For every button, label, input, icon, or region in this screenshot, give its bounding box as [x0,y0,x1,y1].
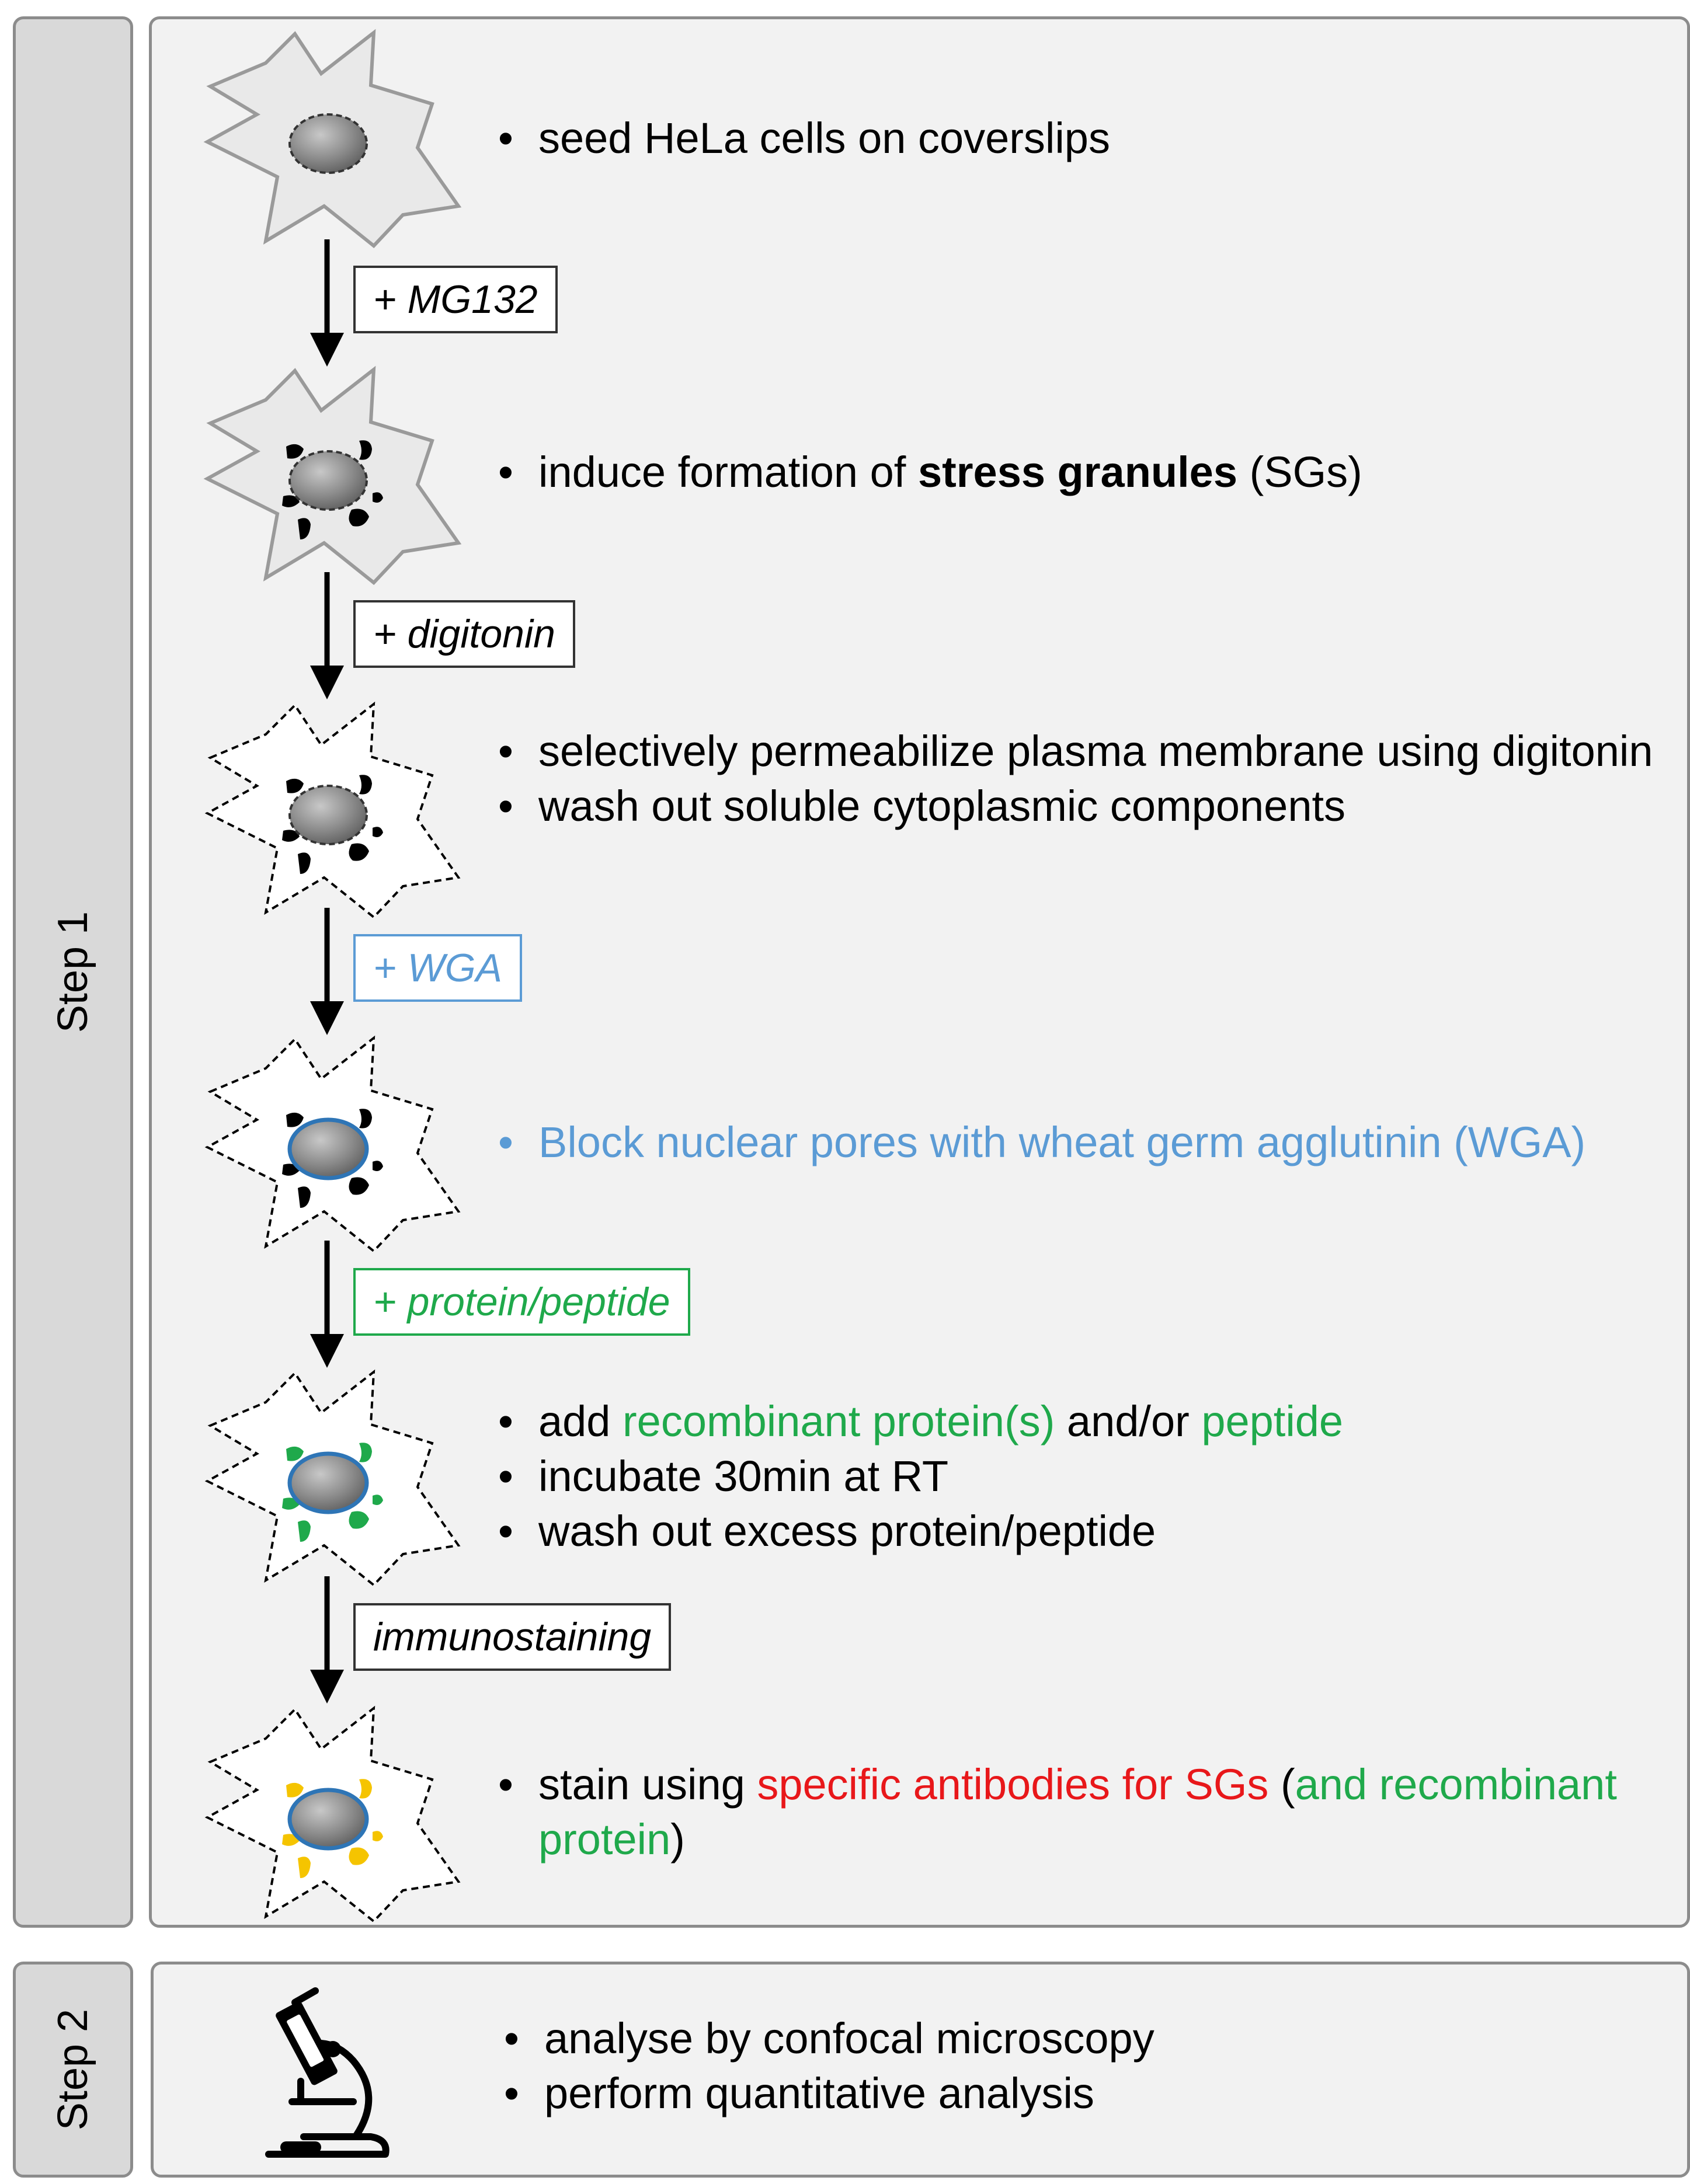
bullet-permeabilize: selectively permeabilize plasma membrane… [538,727,1653,775]
arrow-3 [310,908,344,1035]
bullet-induce-sg: induce formation of stress granules (SGs… [538,448,1362,496]
microscope-icon [265,1987,390,2158]
reagent-digitonin: + digitonin [353,600,575,668]
step1-label: Step 1 [13,16,133,1928]
cell-protein-added [206,1371,460,1586]
arrow-5 [310,1576,344,1704]
cell-immunostained [206,1707,460,1922]
reagent-wga: + WGA [353,934,523,1002]
step2-label: Step 2 [13,1962,133,2178]
bullet-confocal: analyse by confocal microscopy [544,2014,1155,2063]
bullet-add-protein: add recombinant protein(s) and/or peptid… [538,1397,1344,1445]
step1-text-4: •Block nuclear pores with wheat germ agg… [473,1115,1690,1170]
step2-panel [151,1962,1690,2178]
step1-text-6: •stain using specific antibodies for SGs… [473,1757,1690,1867]
step1-text-1: •seed HeLa cells on coverslips [473,111,1690,166]
arrow-2 [310,572,344,699]
bullet-stain: stain using specific antibodies for SGs … [538,1760,1617,1863]
reagent-immunostaining: immunostaining [353,1603,672,1671]
arrow-1 [310,239,344,367]
bullet-wash-excess: wash out excess protein/peptide [538,1507,1156,1555]
reagent-mg132: + MG132 [353,266,558,333]
bullet-quantitative: perform quantitative analysis [544,2069,1094,2117]
step1-text-3: •selectively permeabilize plasma membran… [473,724,1690,834]
bullet-block-pores: Block nuclear pores with wheat germ aggl… [538,1118,1586,1166]
step2-text: •analyse by confocal microscopy •perform… [479,2011,1690,2121]
bullet-incubate: incubate 30min at RT [538,1452,949,1500]
cell-permeabilized [206,703,460,918]
cell-wga-blocked [206,1037,460,1252]
cell-intact [199,28,467,250]
arrow-4 [310,1241,344,1368]
step1-label-text: Step 1 [50,911,96,1033]
step1-text-5: •add recombinant protein(s) and/or pepti… [473,1394,1690,1559]
reagent-protein-peptide: + protein/peptide [353,1268,690,1336]
step2-label-text: Step 2 [50,2008,96,2131]
bullet-wash-soluble: wash out soluble cytoplasmic components [538,782,1346,830]
bullet-seed-cells: seed HeLa cells on coverslips [538,114,1110,162]
cell-stress-granules [199,365,467,587]
step1-text-2: •induce formation of stress granules (SG… [473,445,1690,500]
